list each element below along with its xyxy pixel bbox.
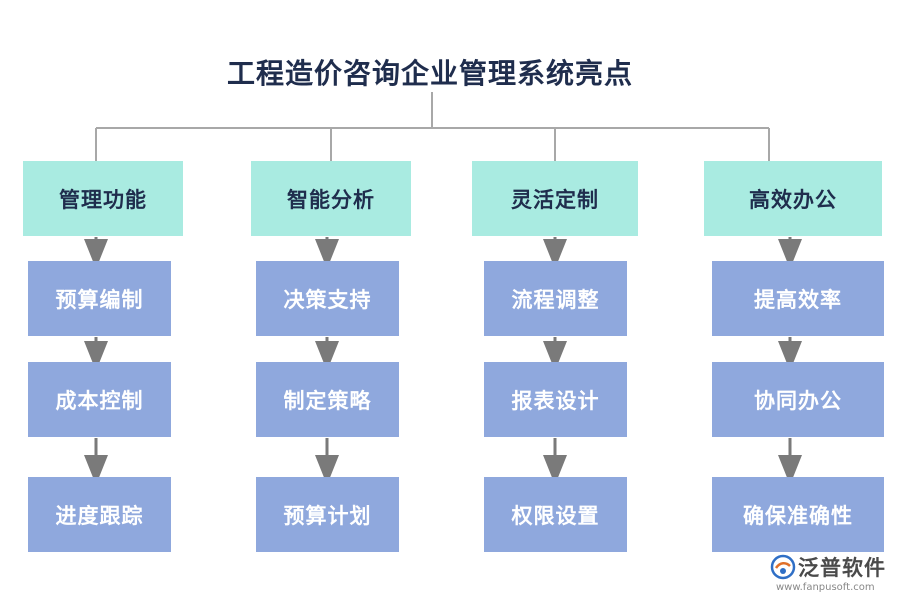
item-cost-control: 成本控制 [28,362,171,437]
logo-name: 泛普软件 [798,556,886,580]
item-permission-settings: 权限设置 [484,477,627,552]
item-improve-efficiency: 提高效率 [712,261,884,336]
brand-logo: 泛普软件 www.fanpusoft.com [770,552,895,596]
item-decision-support: 决策支持 [256,261,399,336]
column-head-management: 管理功能 [23,161,183,236]
column-head-custom: 灵活定制 [472,161,638,236]
column-head-efficient-office: 高效办公 [704,161,882,236]
item-process-adjust: 流程调整 [484,261,627,336]
logo-icon [770,554,796,580]
item-report-design: 报表设计 [484,362,627,437]
diagram-title: 工程造价咨询企业管理系统亮点 [226,57,633,90]
item-progress-tracking: 进度跟踪 [28,477,171,552]
item-budget-prep: 预算编制 [28,261,171,336]
item-collaboration: 协同办公 [712,362,884,437]
item-accuracy: 确保准确性 [712,477,884,552]
item-budget-plan: 预算计划 [256,477,399,552]
logo-url: www.fanpusoft.com [776,582,875,593]
item-strategy: 制定策略 [256,362,399,437]
column-head-smart-analysis: 智能分析 [251,161,411,236]
